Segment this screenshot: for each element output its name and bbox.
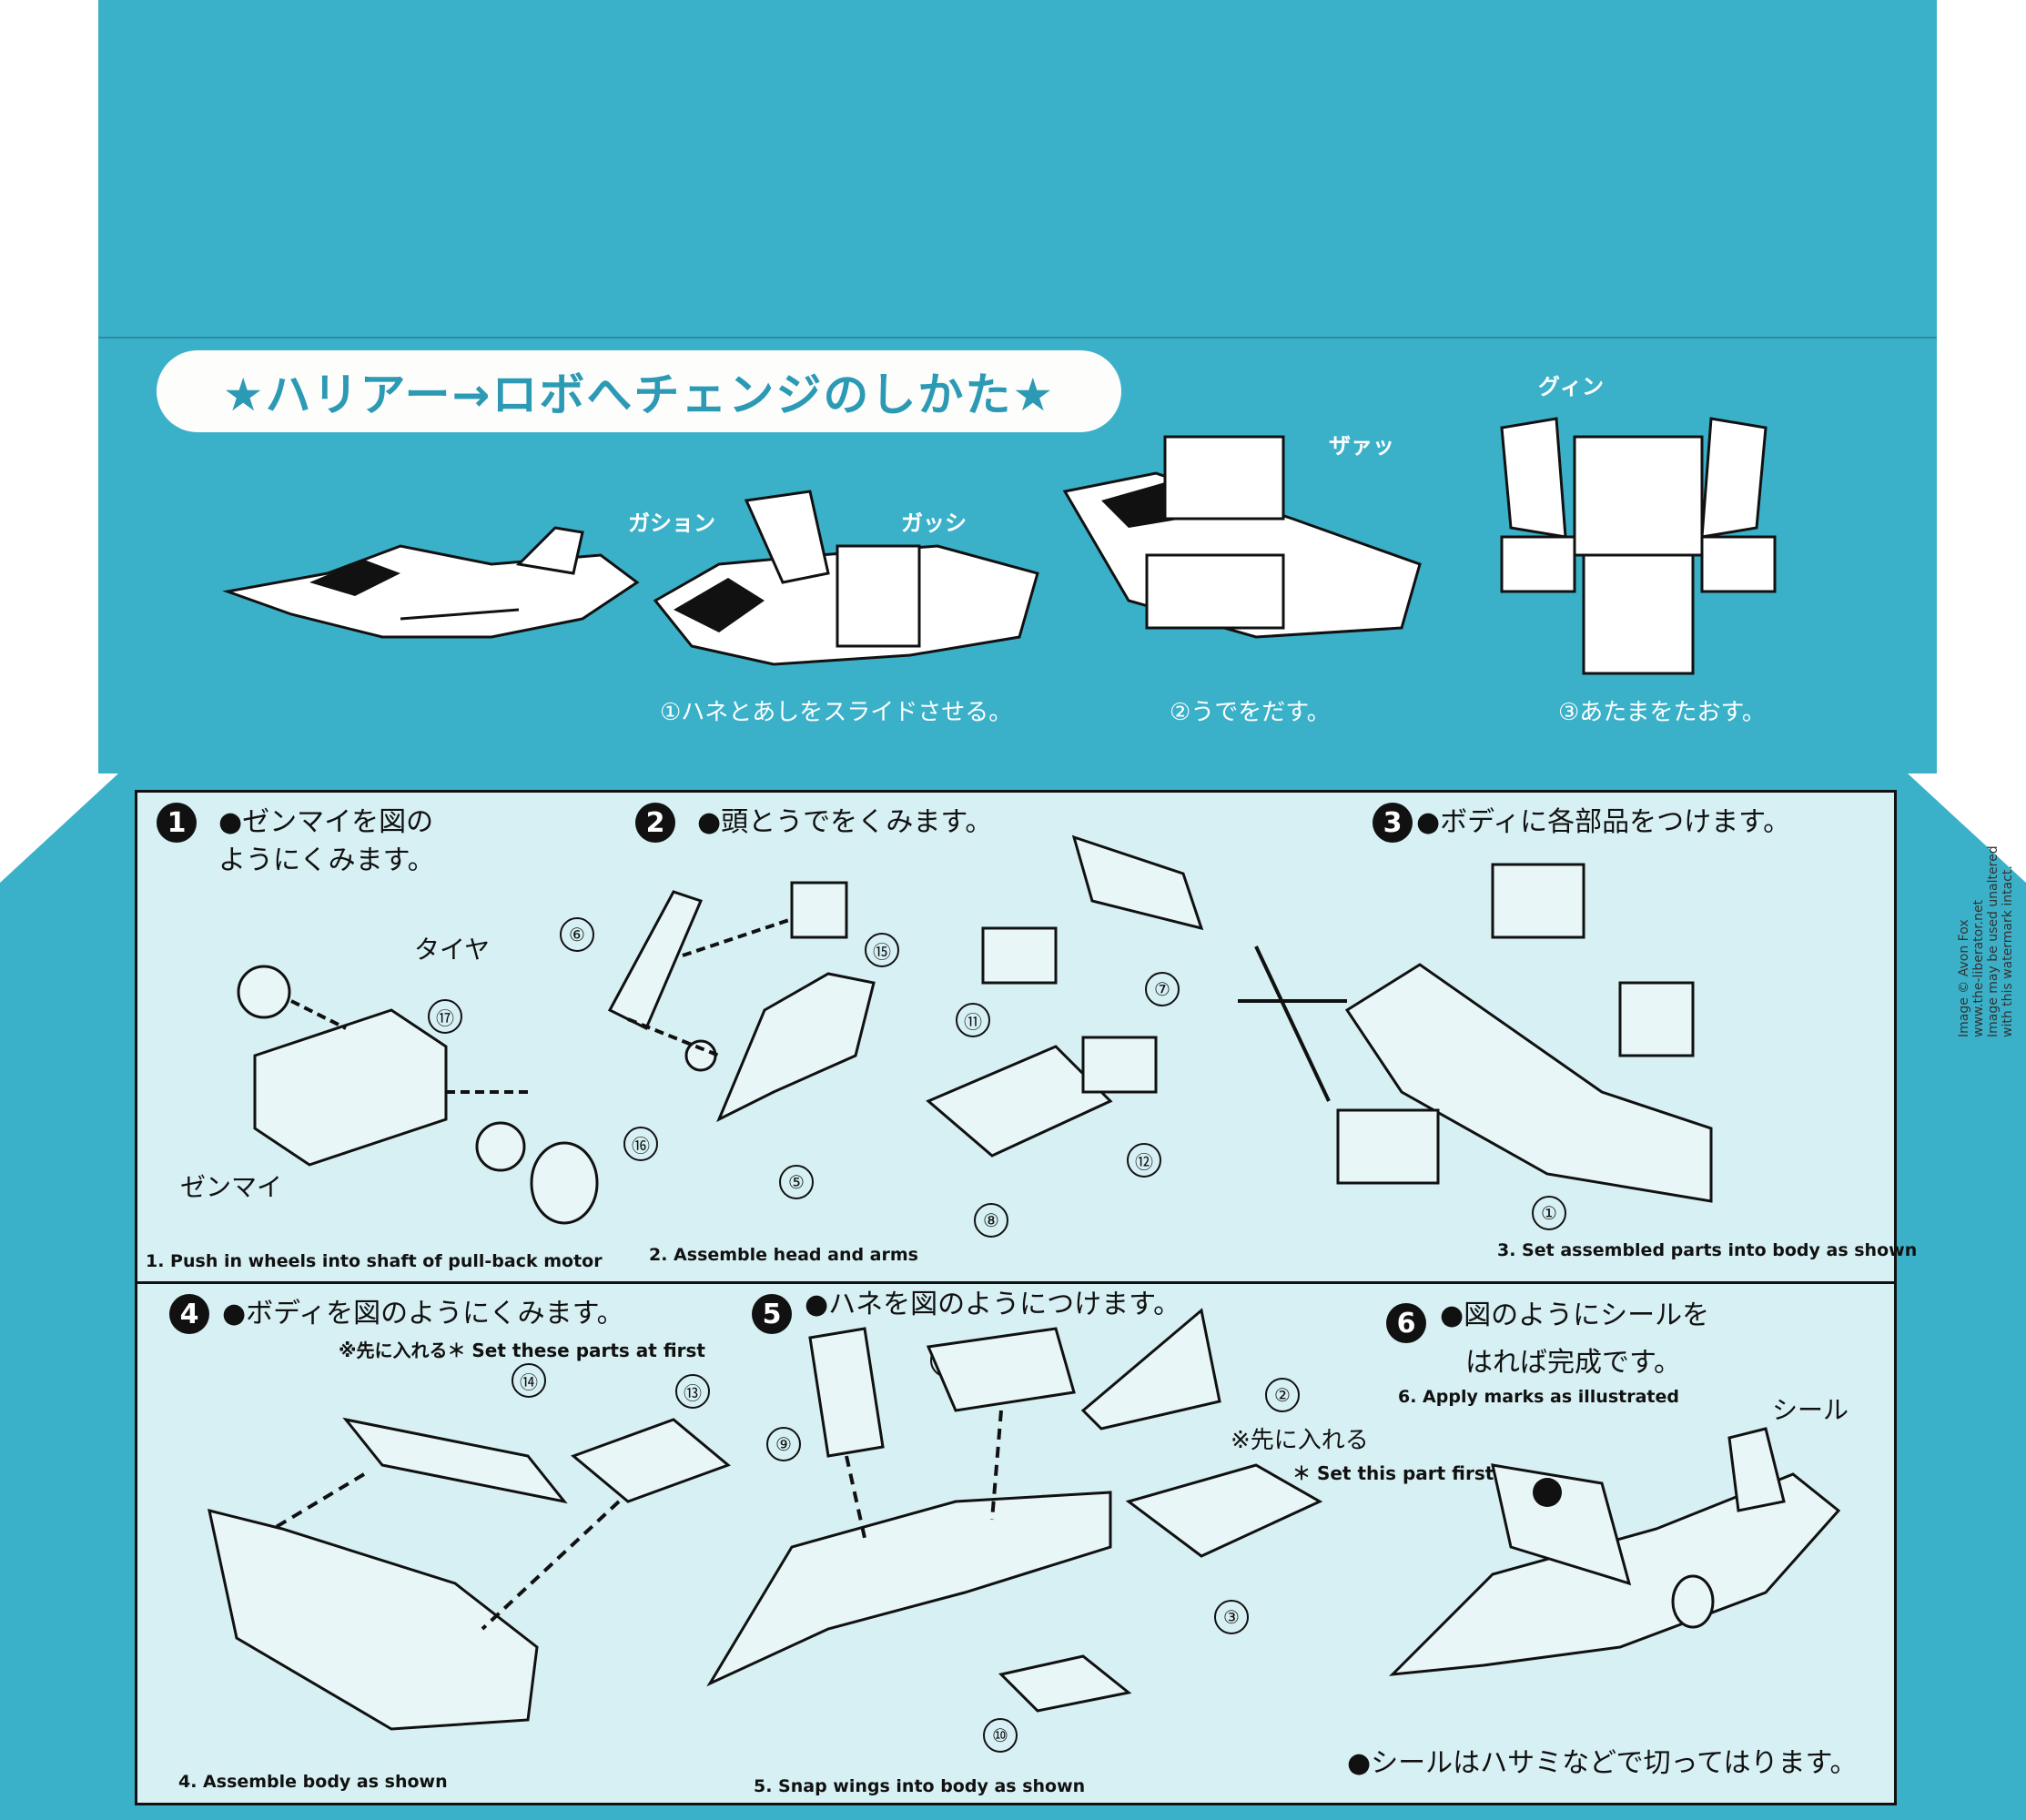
step-4-note: ※先に入れる＊ Set these parts at first [339,1340,705,1361]
transform-caption-1: ①ハネとあしをスライドさせる。 [660,699,1013,726]
step-6-text-line2: はれば完成です。 [1465,1347,1681,1379]
motor-label: ゼンマイ [180,1172,283,1202]
part-17-label: ⑰ [428,999,462,1034]
step-2-text: ●頭とうでをくみます。 [697,806,993,838]
step-4-diagram [208,1417,731,1731]
step-3-number: 3 [1373,803,1413,843]
transform-caption-2: ②うでをだす。 [1170,699,1331,726]
step-5-diagram [706,1308,1323,1713]
watermark-line-3: Image may be used unaltered [1986,845,2001,1037]
sticker-label: シール [1772,1395,1849,1425]
step-3-english: 3. Set assembled parts into body as show… [1497,1240,1918,1260]
part-12-label: ⑫ [1127,1143,1161,1178]
part-5-label: ⑤ [779,1165,814,1199]
step-1-english: 1. Push in wheels into shaft of pull-bac… [146,1251,603,1271]
robot-mode-illustration [1500,417,1777,675]
watermark-line-1: Image © Avon Fox [1957,919,1971,1037]
sound-effect-2: ガッシ [901,511,967,536]
step-4-number: 4 [169,1294,209,1334]
part-7-label: ⑦ [1145,972,1180,1006]
transform-caption-3: ③あたまをたおす。 [1558,699,1766,726]
step-6-diagram [1388,1427,1841,1676]
right-cut [1908,774,2026,883]
step-5-number: 5 [752,1294,792,1334]
step-1-text-line2: ようにくみます。 [218,844,435,876]
part-9-label: ⑨ [766,1427,801,1461]
step-6-tip: ●シールはハサミなどで切ってはります。 [1347,1747,1858,1779]
watermark: Image © Avon Fox www.the-liberator.net I… [1957,609,2015,1037]
step-5-note-en: ＊ Set this part first [1292,1462,1494,1484]
step-2-diagram [607,881,876,1123]
step-3-text: ●ボディに各部品をつけます。 [1416,806,1791,838]
harrier-jet-illustration [222,526,640,639]
page-title: ★ハリアー→ロボへチェンジのしかた★ [157,350,1121,432]
step-1-text-line1: ●ゼンマイを図の [218,806,434,838]
step-4-english: 4. Assemble body as shown [178,1772,448,1792]
part-3-label: ③ [1214,1600,1249,1634]
sound-effect-4: グィン [1538,374,1604,399]
left-cut [0,774,118,883]
step-1-diagram [237,965,599,1225]
watermark-line-2: www.the-liberator.net [1971,899,1986,1037]
top-flap [98,0,1937,337]
step-4-text: ●ボディを図のようにくみます。 [222,1298,624,1330]
transform-step2-illustration [1062,435,1422,639]
part-1-label: ① [1532,1196,1566,1230]
part-10-label: ⑩ [983,1718,1018,1753]
fold-crease [98,337,1937,339]
part-2-label: ② [1265,1378,1300,1412]
step-1-number: 1 [157,803,197,843]
step-2-english: 2. Assemble head and arms [649,1245,918,1265]
part-8-label: ⑧ [974,1203,1008,1238]
step-5-note-jp: ※先に入れる [1231,1427,1369,1454]
transform-step1-illustration [653,490,1039,666]
part-6-label: ⑥ [560,917,594,952]
step-5-text: ●ハネを図のようにつけます。 [805,1289,1181,1320]
sound-effect-1: ガション [628,511,715,536]
tire-label: タイヤ [414,935,491,965]
step-5-english: 5. Snap wings into body as shown [754,1776,1086,1796]
step-6-text-line1: ●図のようにシールを [1440,1299,1710,1331]
watermark-line-4: with this watermark intact. [2001,865,2015,1037]
part-13-label: ⑬ [675,1374,710,1409]
part-16-label: ⑯ [623,1127,658,1161]
part-15-label: ⑮ [865,933,899,967]
step-3-diagram [926,834,1713,1203]
step-6-number: 6 [1386,1303,1426,1343]
sound-effect-3: ザァッ [1329,433,1394,459]
step-2-number: 2 [635,803,675,843]
part-14-label: ⑭ [512,1363,546,1398]
step-6-english: 6. Apply marks as illustrated [1398,1387,1679,1407]
part-11-label: ⑪ [956,1003,990,1037]
